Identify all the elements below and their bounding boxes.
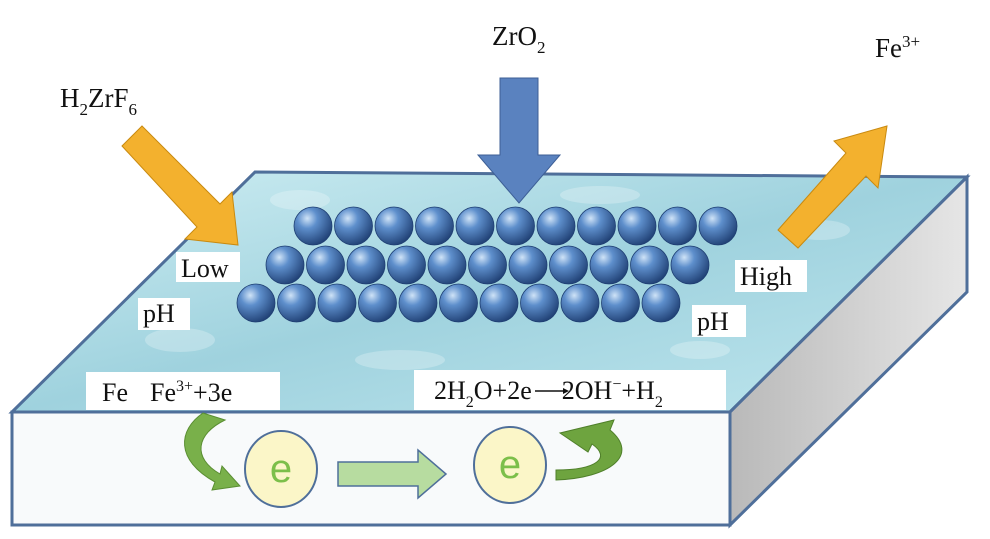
zro2-particle bbox=[277, 283, 316, 323]
zro2-particle bbox=[398, 283, 438, 323]
zro2-particle bbox=[334, 206, 373, 246]
zro2-particle bbox=[455, 206, 495, 246]
zro2-particle bbox=[601, 283, 640, 323]
right-curved-arrow bbox=[555, 419, 623, 481]
water-droplet-texture bbox=[145, 186, 850, 370]
zro2-particle bbox=[358, 283, 397, 323]
zro2-particle bbox=[306, 245, 345, 285]
zro2-particle bbox=[236, 283, 276, 323]
zro2-particle bbox=[589, 245, 629, 285]
zro2-particle-layer bbox=[236, 206, 738, 323]
left-curved-arrow bbox=[184, 412, 241, 491]
zro2-particle bbox=[617, 206, 657, 246]
electron-right-label: e bbox=[499, 443, 521, 487]
zro2-particle bbox=[520, 283, 559, 323]
electron-right bbox=[473, 426, 547, 504]
zro2-particle bbox=[415, 206, 454, 246]
zro2-particle bbox=[641, 283, 681, 323]
cathodic-reaction-box bbox=[414, 370, 726, 410]
zro2-particle bbox=[577, 206, 616, 246]
low-ph-label-box bbox=[138, 298, 190, 330]
electron-left bbox=[244, 430, 318, 508]
zro2-particle bbox=[508, 245, 548, 285]
zro2-particle bbox=[317, 283, 357, 323]
zro2-particle bbox=[698, 206, 738, 246]
zro2-particle bbox=[293, 206, 333, 246]
fe3-release-arrow bbox=[777, 125, 888, 249]
low-label: Low bbox=[181, 254, 229, 283]
electron-transfer-arrow bbox=[337, 448, 448, 500]
zro2-particle bbox=[265, 245, 305, 285]
zro2-particle bbox=[387, 245, 426, 285]
high-label: High bbox=[740, 262, 792, 291]
zro2-particle bbox=[630, 245, 669, 285]
high-ph-label: pH bbox=[697, 307, 729, 336]
zro2-particle bbox=[374, 206, 414, 246]
zro2-particle bbox=[468, 245, 507, 285]
h2zrf6-inflow-arrow bbox=[121, 125, 239, 246]
zro2-particle bbox=[560, 283, 600, 323]
anodic-reaction-box bbox=[86, 372, 280, 410]
zro2-particle bbox=[439, 283, 478, 323]
fe3-label: Fe3+ bbox=[875, 32, 920, 63]
low-ph-label: pH bbox=[143, 299, 175, 328]
zro2-label: ZrO2 bbox=[492, 21, 545, 57]
high-label-box bbox=[735, 260, 807, 292]
electron-left-label: e bbox=[270, 447, 292, 491]
zro2-deposition-arrow bbox=[476, 77, 562, 204]
zro2-particle bbox=[670, 245, 710, 285]
h2zrf6-label: H2ZrF6 bbox=[60, 83, 137, 119]
zro2-particle bbox=[536, 206, 576, 246]
zro2-particle bbox=[479, 283, 519, 323]
low-label-box bbox=[176, 252, 240, 282]
zro2-particle bbox=[658, 206, 697, 246]
zro2-particle bbox=[427, 245, 467, 285]
zro2-particle bbox=[549, 245, 588, 285]
high-ph-label-box bbox=[692, 305, 746, 337]
zro2-particle bbox=[496, 206, 535, 246]
zro2-particle bbox=[346, 245, 386, 285]
